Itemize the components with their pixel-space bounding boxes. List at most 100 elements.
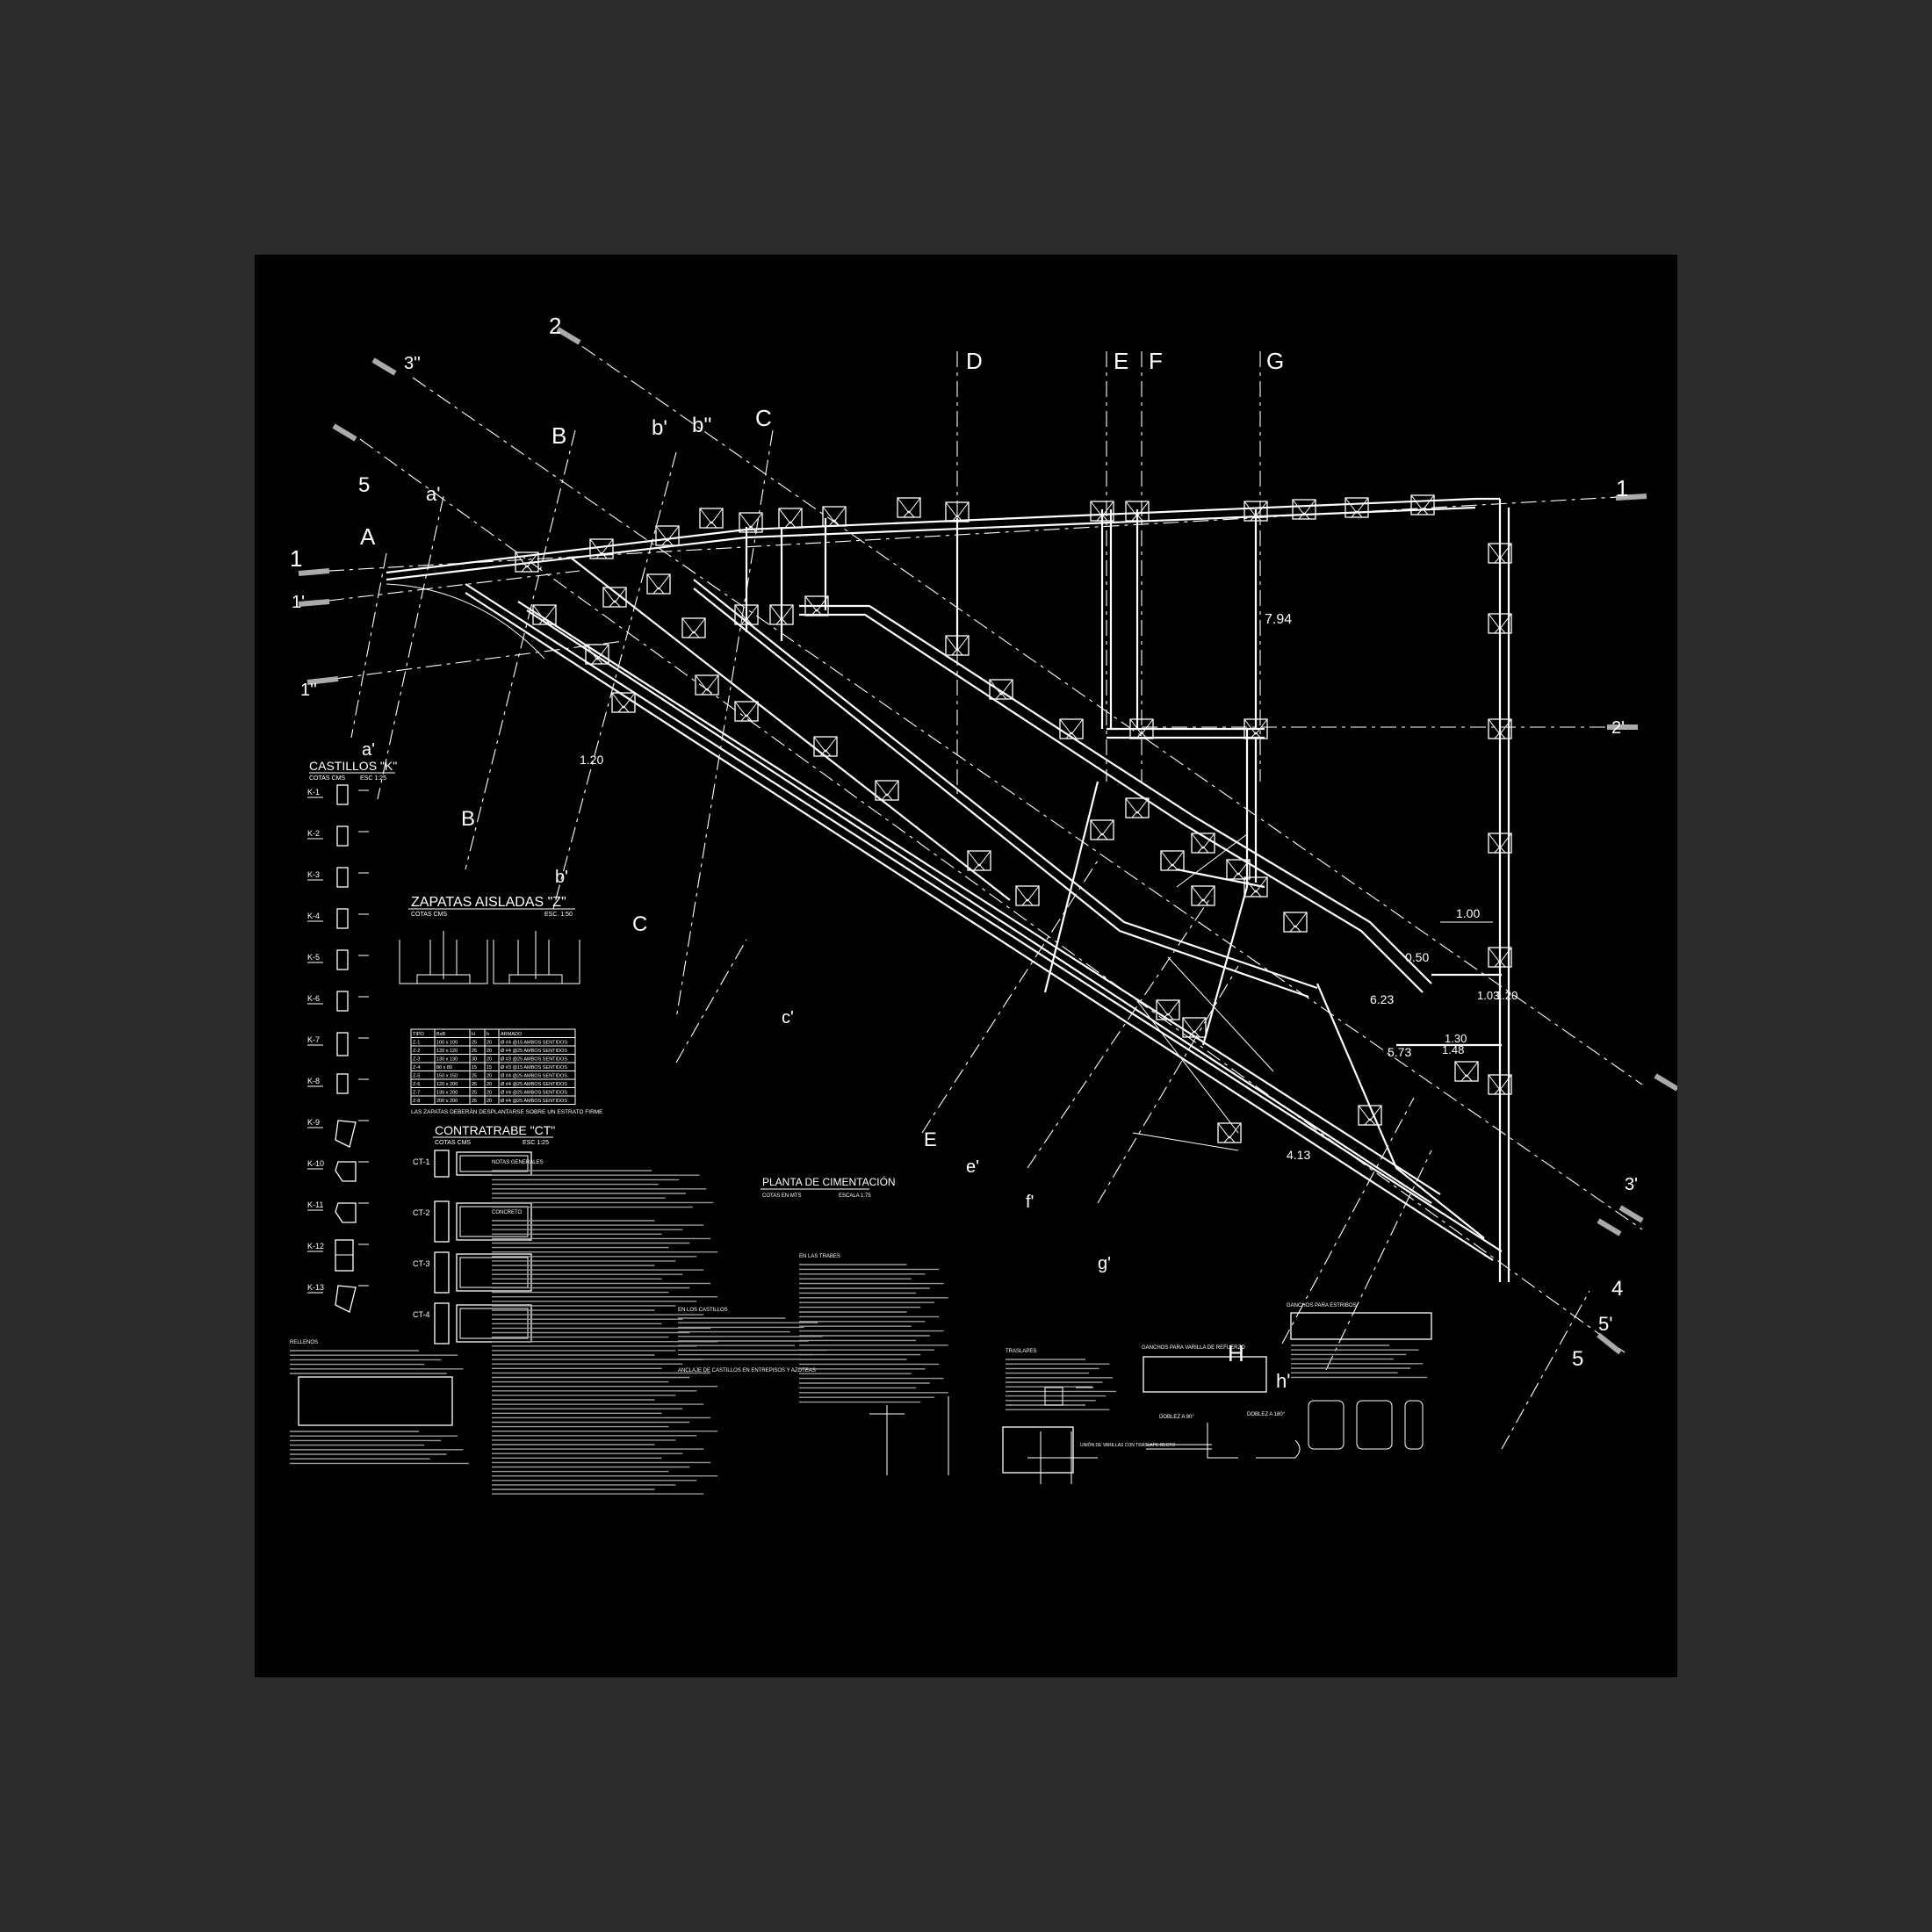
castillo-label: K-2 [307, 829, 320, 838]
castillo-detail: K-10 [307, 1159, 369, 1182]
axis-label: B [551, 422, 566, 449]
table-cell: 20 [487, 1099, 492, 1104]
zapatas-title: ZAPATAS AISLADAS "Z" [411, 895, 566, 910]
table-cell: 25 [472, 1091, 477, 1096]
table-cell: 25 [472, 1082, 477, 1087]
footing-mark [1488, 833, 1512, 854]
axis-markers [298, 327, 1677, 1355]
table-cell: Ø #4 @15 AMBOS SENTIDOS [501, 1041, 567, 1046]
footing-mark [769, 604, 794, 625]
zapatas-scale: ESC. 1:50 [544, 912, 573, 918]
axis-label: a' [362, 740, 375, 760]
notes-ganchos-ref-title: GANCHOS PARA VARILLA DE REFUERZO [1142, 1345, 1245, 1351]
footing-mark [1488, 718, 1512, 739]
table-cell: 25 [472, 1041, 477, 1046]
table-cell: Ø #4 @25 AMBOS SENTIDOS [501, 1091, 567, 1096]
dimension-label: 5.73 [1388, 1045, 1411, 1059]
footing-mark [1244, 876, 1268, 898]
footing-mark [1488, 613, 1512, 634]
axis-label: 3'' [404, 354, 421, 373]
footing-mark [611, 692, 636, 713]
table-cell: 15 [487, 1065, 492, 1071]
dimension-label: 7.94 [1265, 612, 1292, 627]
dimension-label: 4.13 [1287, 1148, 1310, 1162]
dimension-label: 1.20 [1496, 989, 1517, 1002]
axis-labels: 1 1' 1'' 2 2' 3'' 3' 4 5' 5 5 1 A a' B b… [290, 313, 1638, 1392]
footing-mark [1226, 859, 1251, 880]
footing-mark [1344, 497, 1369, 518]
axis-label: 5 [1572, 1347, 1583, 1371]
axis-label: e' [966, 1157, 979, 1177]
castillo-detail: K-3 [307, 867, 369, 888]
table-cell: 130 x 200 [436, 1091, 458, 1096]
table-cell: 20 [487, 1082, 492, 1087]
footing-mark [1015, 885, 1040, 906]
footing-mark [989, 679, 1013, 700]
foundation-plan-drawing: 1 1' 1'' 2 2' 3'' 3' 4 5' 5 5 1 A a' B b… [290, 313, 1677, 1495]
table-cell: Z-5 [413, 1074, 420, 1079]
table-cell: 150 x 150 [436, 1074, 458, 1079]
castillo-detail: K-11 [307, 1200, 369, 1223]
table-cell: 200 x 200 [436, 1099, 458, 1104]
table-cell: 25 [472, 1099, 477, 1104]
zapatas-section: ZAPATAS AISLADAS "Z" COTAS CMS ESC. 1:50… [399, 895, 603, 1115]
castillo-label: K-5 [307, 953, 320, 962]
contratrabe-label: CT-3 [413, 1259, 430, 1268]
footing-mark [602, 587, 627, 608]
table-cell: 30 [472, 1057, 477, 1063]
footing-mark [1410, 494, 1435, 515]
footing-mark [804, 595, 829, 616]
plan-scale: ESCALA 1:75 [839, 1193, 871, 1199]
axis-label: 3' [1625, 1175, 1638, 1194]
notes-castillos-title: EN LOS CASTILLOS [678, 1308, 728, 1313]
castillo-label: K-11 [307, 1200, 323, 1209]
contratrabe-scale: ESC 1:25 [523, 1140, 549, 1146]
table-cell: Z-8 [413, 1099, 420, 1104]
plan-title: PLANTA DE CIMENTACIÓN [762, 1175, 896, 1188]
castillo-label: K-8 [307, 1077, 320, 1085]
footing-mark [1090, 819, 1114, 840]
axis-label: 2 [549, 313, 561, 339]
axis-label: 1' [292, 593, 305, 612]
notes-anclaje-title: ANCLAJE DE CASTILLOS EN ENTREPISOS Y AZO… [678, 1368, 816, 1373]
dimension-label: 1.00 [1456, 906, 1480, 920]
table-cell: Z-1 [413, 1041, 420, 1046]
castillo-detail: K-1 [307, 784, 369, 805]
footing-mark [1090, 501, 1114, 522]
castillo-label: K-1 [307, 788, 320, 797]
footing-mark [945, 635, 970, 656]
axis-label: E [1114, 348, 1128, 374]
table-cell: 20 [487, 1091, 492, 1096]
castillos-title: CASTILLOS "K" [309, 759, 397, 773]
contratrabe-label: CT-4 [413, 1310, 430, 1319]
notes-generales-title: NOTAS GENERALES [492, 1160, 544, 1165]
castillo-label: K-3 [307, 870, 320, 879]
foundation-walls [386, 497, 1510, 1282]
axis-label: H [1228, 1340, 1244, 1366]
footing-mark [1283, 912, 1308, 933]
castillos-scale: ESC 1:25 [360, 775, 386, 782]
footing-mark [695, 674, 719, 696]
footing-mark [1182, 1017, 1207, 1038]
footing-mark [1358, 1105, 1382, 1126]
dimension-label: 0.50 [1405, 950, 1429, 964]
table-header: h [487, 1032, 489, 1037]
footing-mark [1129, 718, 1154, 739]
zapatas-note: LAS ZAPATAS DEBERÁN DESPLANTARSE SOBRE U… [411, 1107, 603, 1115]
footing-mark [655, 525, 680, 546]
axis-label: a' [426, 483, 440, 505]
contratrabe-label: CT-2 [413, 1208, 430, 1217]
table-cell: Z-3 [413, 1057, 420, 1063]
footing-mark [646, 573, 671, 595]
castillo-label: K-7 [307, 1035, 320, 1044]
axis-label: A [360, 523, 376, 550]
axis-label: 5 [358, 473, 370, 497]
axis-label: b' [652, 416, 667, 440]
axis-label: g' [1098, 1254, 1111, 1273]
table-cell: 15 [472, 1065, 477, 1071]
castillo-detail: K-4 [307, 908, 369, 929]
footing-mark [589, 538, 614, 559]
castillo-label: K-13 [307, 1283, 324, 1292]
grid-axes [298, 328, 1643, 1450]
axis-label: F [1149, 348, 1163, 374]
